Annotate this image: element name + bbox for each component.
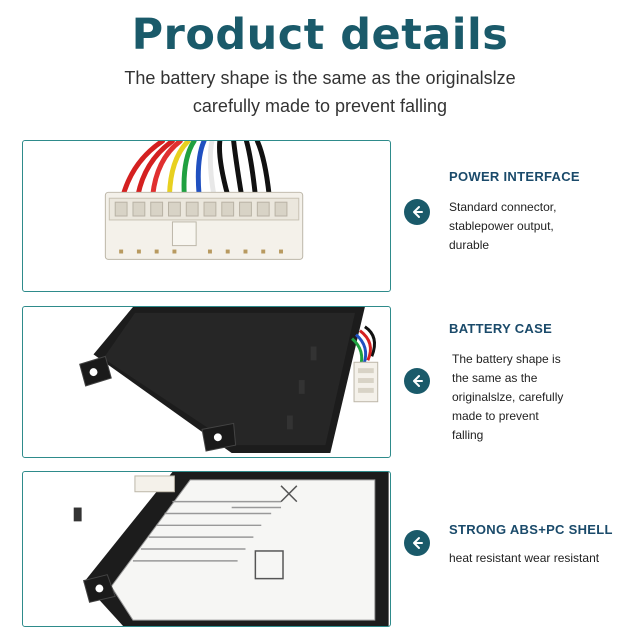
feature-description-battery-case: The battery shape is the same as the ori… [452, 350, 602, 445]
arrow-left-icon [404, 530, 430, 556]
battery-shell-image-panel [22, 471, 391, 627]
subtitle-line-2: carefully made to prevent falling [192, 96, 448, 116]
battery-case-illustration [24, 307, 389, 457]
feature-line: originalslze, carefully [452, 390, 564, 404]
arrow-left-icon [404, 368, 430, 394]
feature-heading-abs-pc-shell: STRONG ABS+PC SHELL [449, 522, 613, 537]
arrow-left-icon [404, 199, 430, 225]
feature-line: Standard connector, [449, 200, 557, 214]
feature-line: heat resistant wear resistant [449, 551, 600, 565]
battery-shell-illustration [24, 472, 389, 626]
feature-line: falling [452, 428, 484, 442]
feature-heading-power-interface: POWER INTERFACE [449, 169, 580, 184]
subtitle-line-1: The battery shape is the same as the ori… [124, 68, 516, 88]
feature-heading-battery-case: BATTERY CASE [449, 321, 553, 336]
feature-description-abs-pc-shell: heat resistant wear resistant [449, 549, 639, 568]
feature-line: The battery shape is [452, 352, 561, 366]
connector-illustration [24, 141, 389, 291]
feature-line: the same as the [452, 371, 538, 385]
feature-description-power-interface: Standard connector, stablepower output, … [449, 198, 619, 255]
page-title: Product details [131, 10, 509, 60]
battery-case-image-panel [22, 306, 391, 458]
connector-image-panel [22, 140, 391, 292]
feature-line: stablepower output, [449, 219, 554, 233]
feature-line: made to prevent [452, 409, 539, 423]
feature-line: durable [449, 238, 490, 252]
